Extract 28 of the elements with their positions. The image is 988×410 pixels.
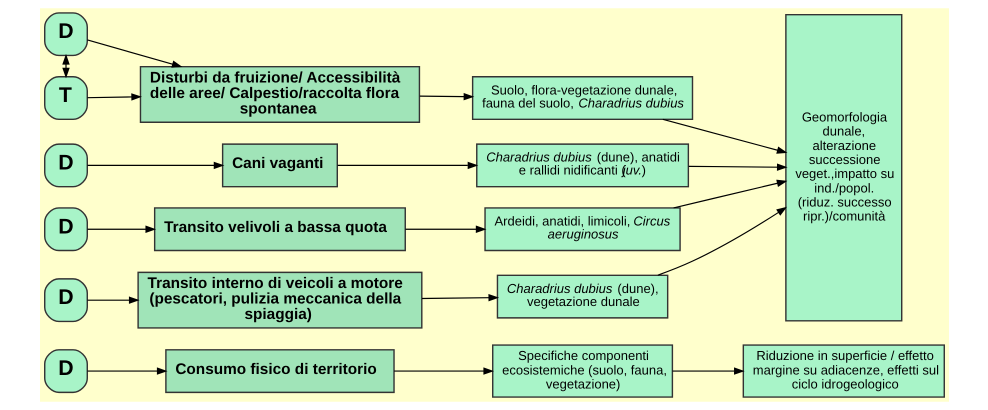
arrow — [419, 92, 474, 100]
arrow — [86, 93, 142, 101]
node-box: Riduzione in superficie / effetto margine su adiacenze, effetti sul ciclo idrogeologico — [742, 344, 944, 398]
arrow — [404, 226, 486, 233]
node-box: Transito interno di veicoli a motore (pescatori, pulizia meccanica della spiaggia) — [136, 272, 422, 329]
arrow — [672, 367, 744, 375]
node-box: Disturbi da fruizione/ Accessibilità delle aree/ Calpestio/raccolta flora spontanea — [139, 66, 420, 123]
node-box: Charadrius dubius (dune), vegetazione dunale — [496, 274, 668, 319]
arrow — [422, 294, 499, 302]
arrow — [688, 163, 788, 171]
arrow — [86, 296, 140, 304]
node-box: Transito velivoli a bassa quota — [153, 207, 406, 252]
node-box: Suolo, flora-vegetazione dunale, fauna del suolo, Charadrius dubius — [471, 76, 693, 120]
arrow — [86, 226, 156, 233]
node-box: Ardeidi, anatidi, limicoli, Circus aeruginosus — [484, 207, 680, 252]
arrow — [337, 162, 478, 170]
node-box: Cani vaganti — [221, 143, 338, 188]
arrow — [672, 180, 787, 208]
arrow — [657, 206, 787, 276]
arrow — [86, 39, 182, 68]
node-box: Consumo fisico di territorio — [164, 349, 394, 394]
arrow — [62, 54, 70, 78]
arrow — [86, 162, 224, 170]
arrow — [86, 367, 168, 375]
node-box: Specifiche componenti ecosistemiche (suolo, fauna, vegetazione) — [492, 344, 673, 398]
arrow — [394, 367, 494, 375]
node-box: Geomorfologia dunale, alterazione successione veget.,impatto su ind./popol. (riduz. successo ripr.)/comunità — [784, 14, 902, 322]
arrow — [662, 118, 787, 154]
